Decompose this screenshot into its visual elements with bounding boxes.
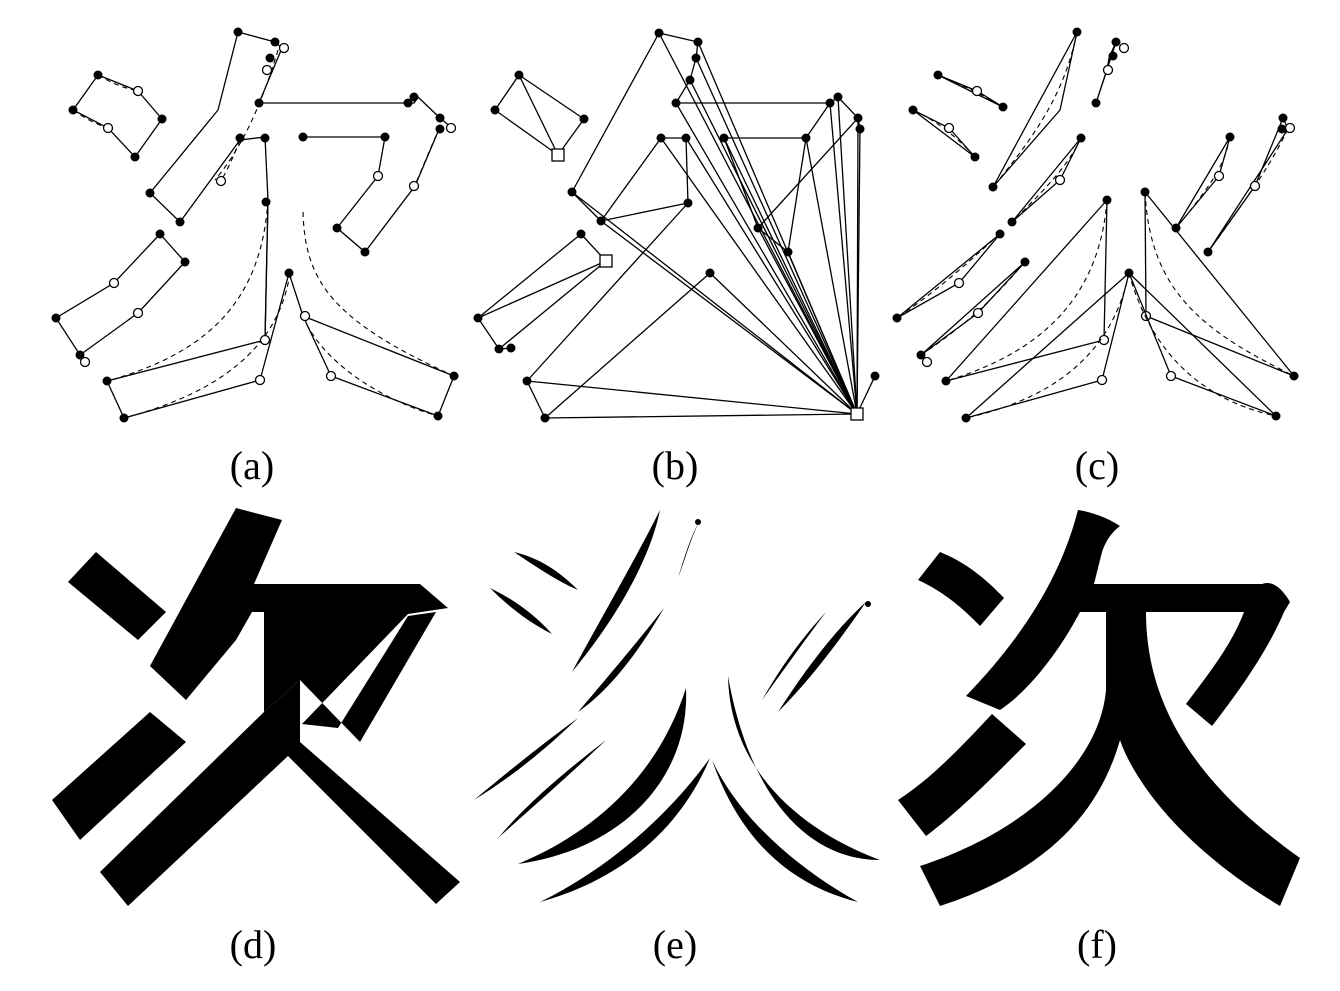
panel-d-label: (d): [230, 922, 277, 967]
panel-f-glyph: [898, 510, 1300, 906]
panel-a-label: (a): [230, 443, 274, 488]
panel-e-slivers: [474, 510, 880, 902]
panel-e-label: (e): [653, 922, 697, 967]
panel-c-label: (c): [1075, 443, 1119, 488]
panel-d-glyph: [52, 508, 460, 906]
panel-c-segments: [892, 27, 1299, 423]
panel-f-label: (f): [1077, 922, 1117, 967]
panel-b-triangulation: [473, 28, 880, 423]
panel-a-outline: [51, 27, 459, 423]
panel-b-label: (b): [652, 443, 699, 488]
